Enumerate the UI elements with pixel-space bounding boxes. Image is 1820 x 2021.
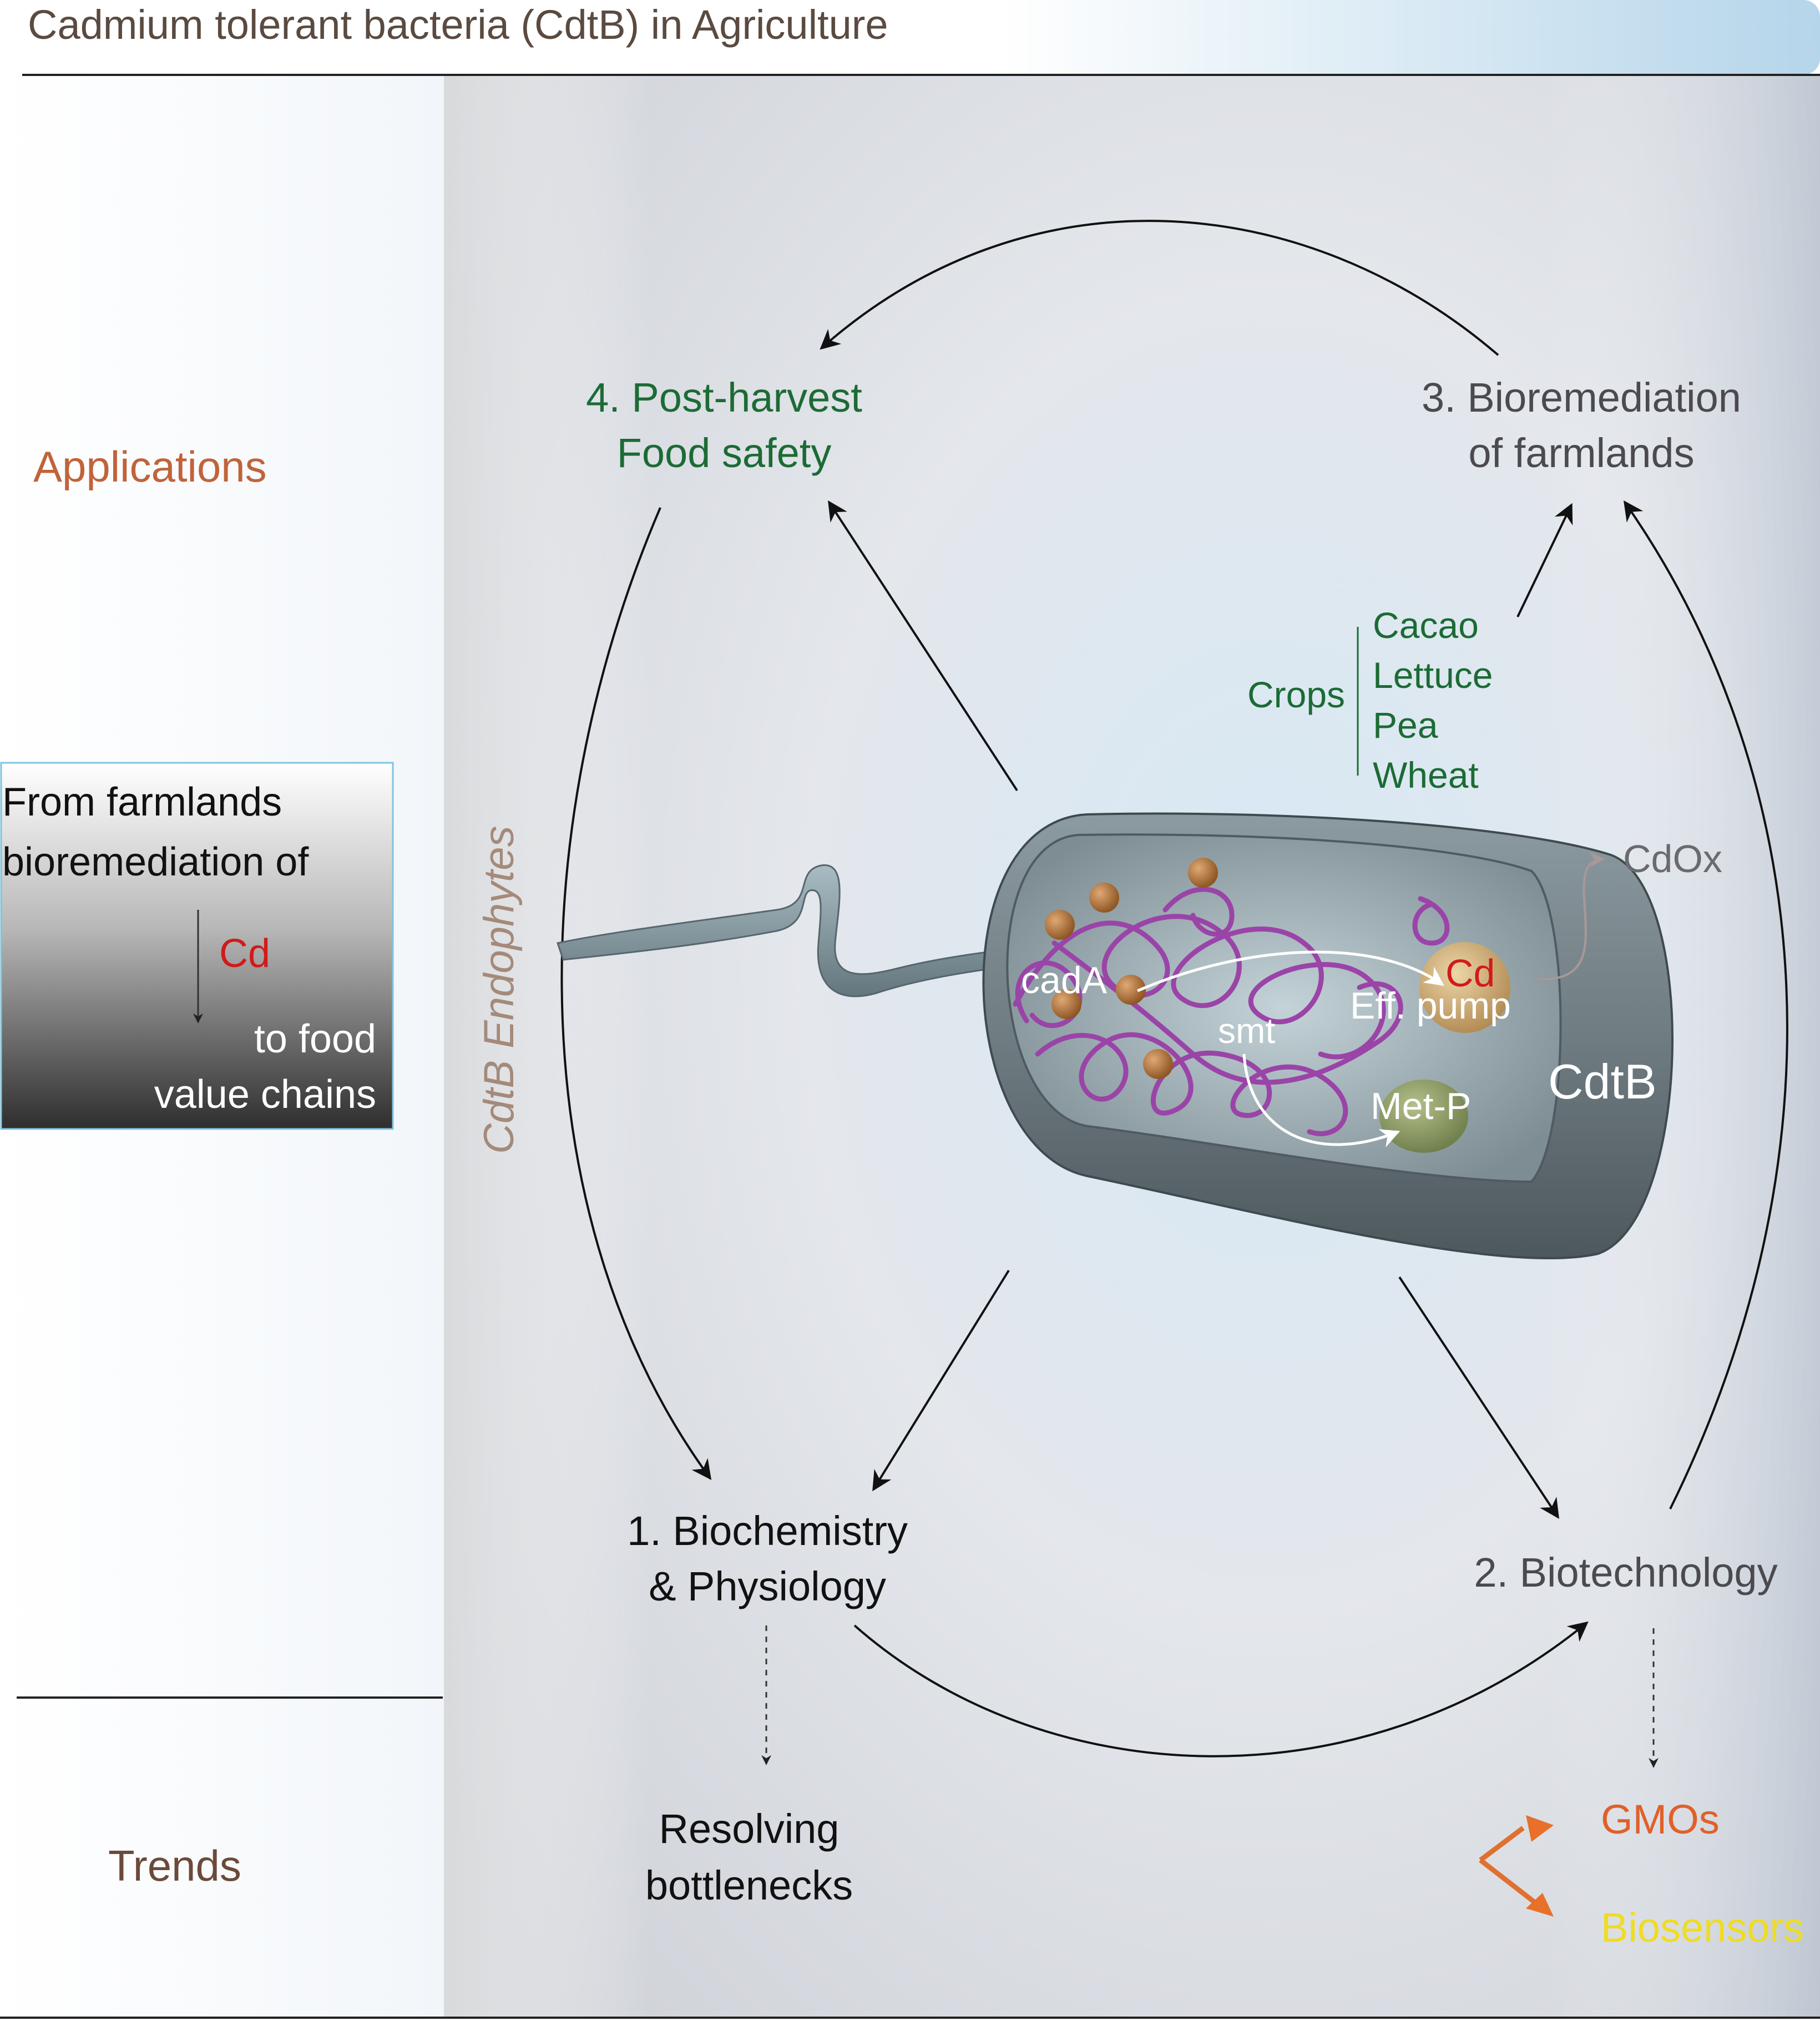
applications-label: Applications [33, 442, 267, 491]
header-title: Cadmium tolerant bacteria (CdtB) in Agri… [28, 2, 888, 48]
smt-label: smt [1218, 1011, 1275, 1051]
trend-arrowhead-up [1526, 1815, 1554, 1842]
arrow-crops-to-3 [1516, 503, 1573, 617]
met-p-label: Met-P [1371, 1085, 1471, 1127]
cadmium-particles [1045, 858, 1218, 1079]
arrow-1-to-2 [853, 1621, 1589, 1757]
smt-arrow [1242, 1053, 1401, 1147]
box-cd: Cd [219, 931, 270, 976]
biosensors-label: Biosensors [1601, 1904, 1804, 1951]
trend-branch-down [1479, 1858, 1544, 1911]
crop-item: Lettuce [1373, 655, 1493, 696]
resolving-line1: Resolving [659, 1806, 840, 1852]
cd-label: Cd [1445, 951, 1495, 995]
cadA-arrow [1137, 950, 1444, 992]
eff-pump-label: Eff. pump [1350, 985, 1511, 1027]
cd-particle [1051, 989, 1081, 1019]
cd-particle [1143, 1049, 1173, 1079]
node1-line1: 1. Biochemistry [627, 1508, 908, 1554]
box-line4: value chains [154, 1072, 376, 1117]
endophytes-label: CdtB Endophytes [476, 826, 523, 1154]
gmos-label: GMOs [1601, 1796, 1720, 1842]
arrow-cell-to-1 [872, 1269, 1010, 1492]
node4-line2: Food safety [617, 430, 832, 476]
node1-line2: & Physiology [649, 1563, 886, 1609]
bacterium-illustration [557, 812, 1674, 1259]
cd-particle [1045, 910, 1075, 940]
box-line2: bioremediation of [2, 840, 309, 884]
cd-particle [1188, 858, 1218, 888]
farmland-box: From farmlands bioremediation of Cd to f… [0, 762, 394, 1130]
cdox-label: CdOx [1623, 837, 1722, 880]
cdox-arrow [1536, 852, 1605, 981]
node2-line1: 2. Biotechnology [1474, 1549, 1777, 1595]
cd-particle [1116, 975, 1146, 1005]
trend-branch-up [1479, 1826, 1525, 1862]
cadA-label: cadA [1021, 959, 1108, 1001]
trends-label: Trends [108, 1841, 241, 1890]
resolving-line2: bottlenecks [645, 1862, 853, 1908]
header-band [0, 0, 1820, 75]
crop-item: Pea [1373, 705, 1438, 746]
crops-group: Crops Cacao Lettuce Pea Wheat [1247, 605, 1493, 796]
arrow-cell-to-4 [828, 500, 1018, 792]
arrow-cell-to-2 [1398, 1276, 1559, 1519]
efflux-pump [1419, 942, 1510, 1033]
arrow-3-to-4 [820, 220, 1499, 356]
farmland-box-bg [0, 762, 394, 1130]
crop-item: Wheat [1373, 754, 1479, 796]
node4-line1: 4. Post-harvest [586, 374, 862, 421]
box-line3: to food [254, 1017, 376, 1061]
trend-arrowhead-down [1526, 1893, 1554, 1917]
cycle-arrows [560, 220, 1788, 1757]
cd-particle [1089, 883, 1119, 913]
arrow-2-to-3 [1623, 500, 1788, 1510]
arrow-4-to-1 [560, 507, 712, 1480]
crops-label: Crops [1247, 674, 1345, 715]
node3-line1: 3. Bioremediation [1422, 374, 1741, 421]
box-line1: From farmlands [2, 780, 282, 824]
node3-line2: of farmlands [1468, 430, 1694, 476]
cdtb-label: CdtB [1548, 1054, 1657, 1109]
trend-arrow [918, 1815, 1554, 1917]
metallothionein [1379, 1080, 1468, 1153]
crop-item: Cacao [1373, 605, 1479, 646]
